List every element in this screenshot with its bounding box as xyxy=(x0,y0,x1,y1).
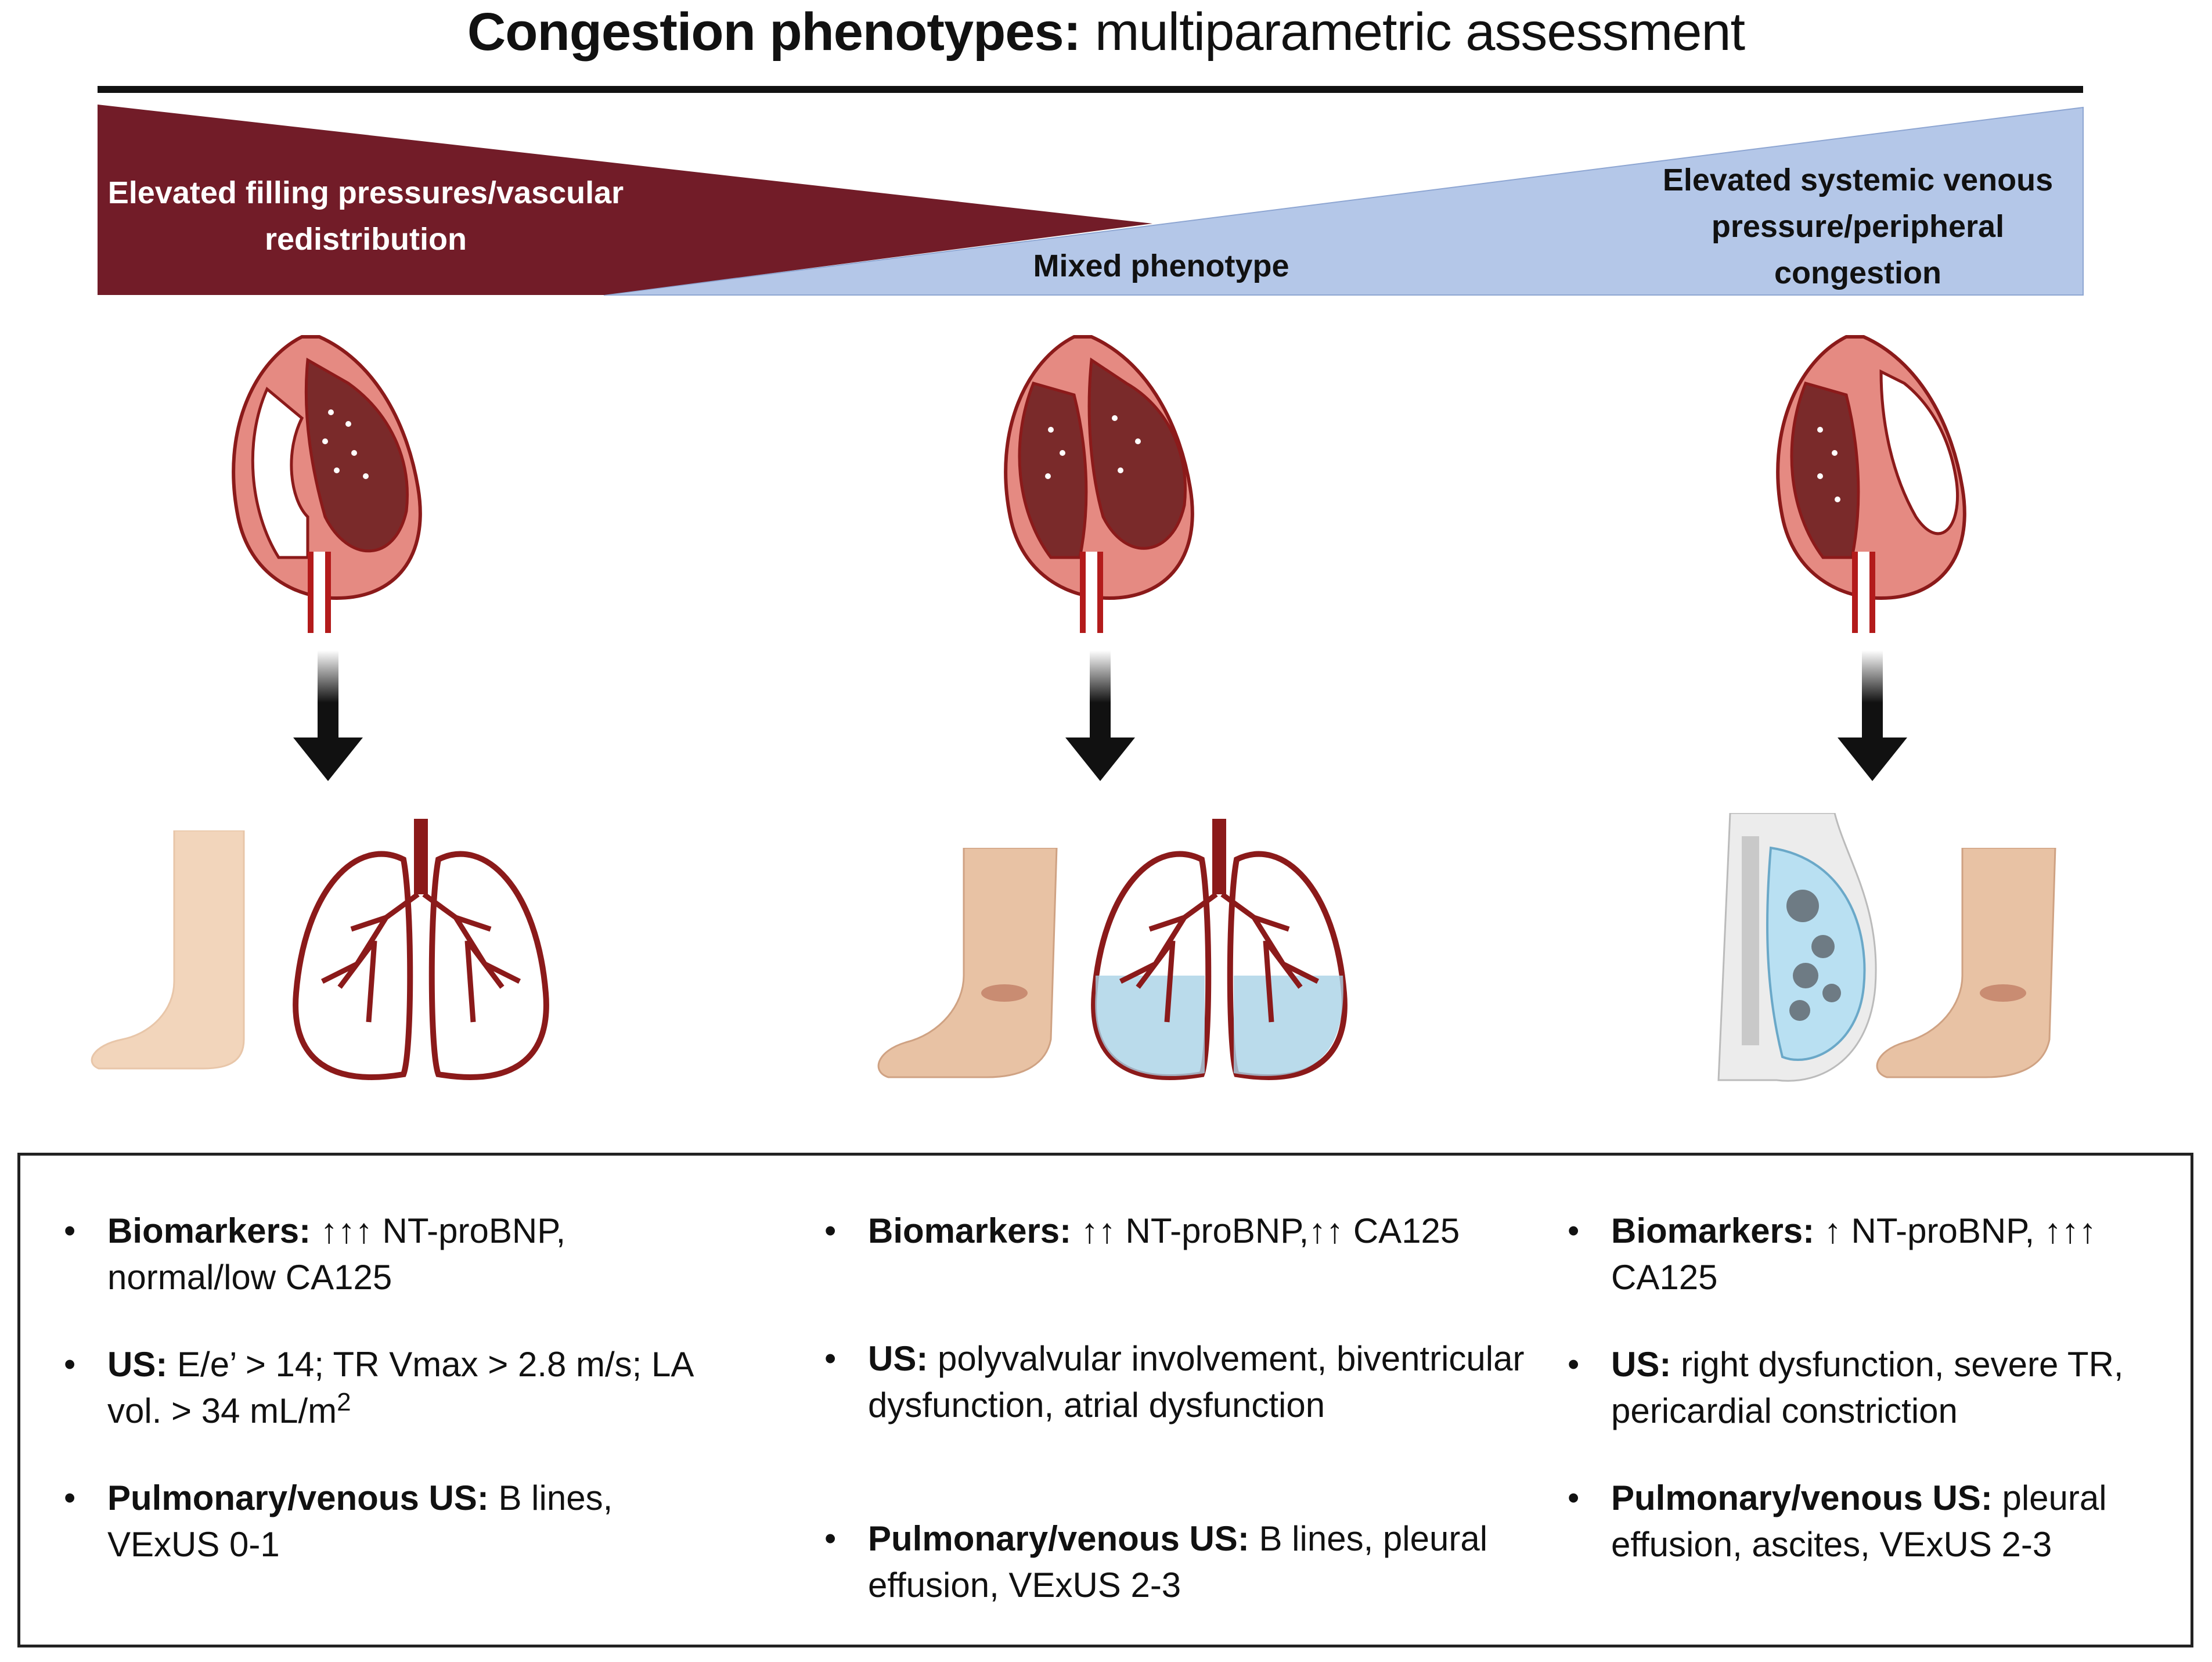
pulmonary-text: pleural effusion, ascites, VExUS 2-3 xyxy=(1611,1478,2107,1564)
pulmonary-item: • Pulmonary/venous US: pleural effusion,… xyxy=(1568,1475,2171,1568)
biomarkers-text: ↑↑ NT-proBNP, xyxy=(1071,1211,1309,1250)
phenotype-gradient-banner xyxy=(98,105,2084,296)
down-arrow-icon xyxy=(293,650,363,781)
pulmonary-label: Pulmonary/venous US: xyxy=(1611,1478,1993,1517)
bullet-icon: • xyxy=(824,1212,837,1250)
biomarkers-text: ↑↑↑ NT-proBNP, normal/low CA125 xyxy=(107,1211,566,1297)
biomarkers-text-2: ↑↑ CA125 xyxy=(1309,1211,1460,1250)
column-left: • Biomarkers: ↑↑↑ NT-proBNP, normal/low … xyxy=(64,1208,702,1568)
us-item: • US: polyvalvular involvement, biventri… xyxy=(824,1336,1544,1429)
biomarkers-item: • Biomarkers: ↑↑↑ NT-proBNP, normal/low … xyxy=(64,1208,702,1301)
lungs-icon xyxy=(293,819,549,1080)
us-text: E/e’ > 14; TR Vmax > 2.8 m/s; LA vol. > … xyxy=(107,1345,693,1430)
title-rest: multiparametric assessment xyxy=(1094,2,1745,62)
heart-icon xyxy=(1776,335,1966,633)
pulmonary-text: B lines, pleural effusion, VExUS 2-3 xyxy=(868,1519,1488,1605)
peripheral-congestion-wedge xyxy=(603,106,2084,296)
down-arrow-icon xyxy=(1065,650,1135,781)
bullet-icon: • xyxy=(824,1340,837,1377)
biomarkers-text: ↑ NT-proBNP, ↑↑↑ CA125 xyxy=(1611,1211,2096,1297)
us-text: polyvalvular involvement, biventricular … xyxy=(868,1339,1525,1424)
pulmonary-label: Pulmonary/venous US: xyxy=(868,1519,1249,1558)
bullet-icon: • xyxy=(64,1212,76,1250)
us-label: US: xyxy=(107,1345,168,1384)
column-middle: • Biomarkers: ↑↑ NT-proBNP,↑↑ CA125 • US… xyxy=(824,1208,1544,1609)
us-item: • US: E/e’ > 14; TR Vmax > 2.8 m/s; LA v… xyxy=(64,1341,702,1434)
pulmonary-text: B lines, VExUS 0-1 xyxy=(107,1478,613,1564)
bullet-icon: • xyxy=(1568,1212,1580,1250)
bullet-icon: • xyxy=(824,1520,837,1557)
banner-right-label: Elevated systemic venous pressure/periph… xyxy=(1662,163,2054,290)
page-title: Congestion phenotypes: multiparametric a… xyxy=(0,0,2212,70)
us-label: US: xyxy=(1611,1345,1671,1384)
biomarkers-label: Biomarkers: xyxy=(107,1211,311,1250)
us-text: right dysfunction, severe TR, pericardia… xyxy=(1611,1345,2124,1430)
leg-icon xyxy=(91,830,245,1070)
leg-icon xyxy=(877,848,1058,1078)
bullet-icon: • xyxy=(64,1479,76,1517)
biomarkers-label: Biomarkers: xyxy=(1611,1211,1815,1250)
leg-icon xyxy=(1876,848,2056,1078)
pulmonary-item: • Pulmonary/venous US: B lines, VExUS 0-… xyxy=(64,1475,702,1568)
bullet-icon: • xyxy=(64,1346,76,1383)
title-bold: Congestion phenotypes: xyxy=(467,2,1081,62)
heart-icon xyxy=(232,335,422,633)
bullet-icon: • xyxy=(1568,1479,1580,1517)
us-superscript: 2 xyxy=(337,1388,351,1416)
title-rule xyxy=(98,86,2083,93)
pulmonary-item: • Pulmonary/venous US: B lines, pleural … xyxy=(824,1516,1544,1609)
us-label: US: xyxy=(868,1339,928,1378)
heart-icon xyxy=(1004,335,1194,633)
biomarkers-item: • Biomarkers: ↑↑ NT-proBNP,↑↑ CA125 xyxy=(824,1208,1544,1254)
assessment-box xyxy=(17,1153,2193,1647)
abdomen-icon xyxy=(1717,813,1877,1082)
us-item: • US: right dysfunction, severe TR, peri… xyxy=(1568,1341,2171,1434)
filling-pressure-wedge xyxy=(98,105,1152,295)
down-arrow-icon xyxy=(1838,650,1907,781)
banner-mid-label: Mixed phenotype xyxy=(1033,249,1289,283)
bullet-icon: • xyxy=(1568,1346,1580,1383)
column-right: • Biomarkers: ↑ NT-proBNP, ↑↑↑ CA125 • U… xyxy=(1568,1208,2171,1568)
pulmonary-label: Pulmonary/venous US: xyxy=(107,1478,489,1517)
biomarkers-label: Biomarkers: xyxy=(868,1211,1072,1250)
biomarkers-item: • Biomarkers: ↑ NT-proBNP, ↑↑↑ CA125 xyxy=(1568,1208,2171,1301)
lungs-icon xyxy=(1091,819,1348,1080)
banner-left-label: Elevated filling pressures/vascular redi… xyxy=(107,175,624,257)
